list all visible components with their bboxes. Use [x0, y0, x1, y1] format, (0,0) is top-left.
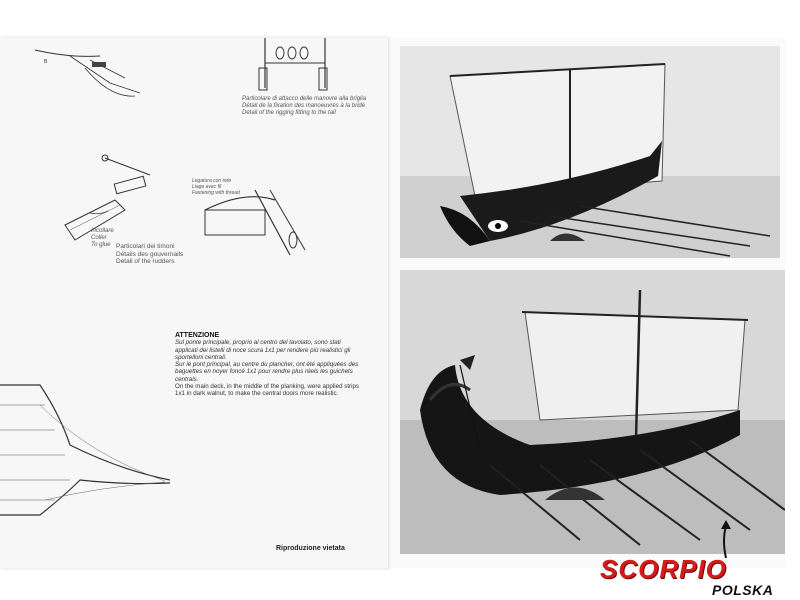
- rigging-detail-drawing: B: [34, 49, 141, 97]
- rudders-caption-en: Detail of the rudders: [116, 258, 175, 265]
- rigging-caption-fr: Détail de la fixation des manoeuvres à l…: [242, 103, 366, 109]
- trireme-photo-top: [400, 46, 780, 258]
- scorpion-tail-icon: [721, 520, 731, 559]
- glue-caption-en: To glue: [91, 242, 111, 248]
- lashing-caption: Legatura con refe Liage avec fil Fasteni…: [192, 178, 240, 196]
- rigging-caption-en: Detail of the rigging fitting to the tai…: [242, 110, 336, 116]
- lashing-caption-it: Legatura con refe: [192, 178, 232, 184]
- rudders-caption: Particolari dei timoni Détails des gouve…: [116, 243, 183, 266]
- svg-text:B: B: [44, 59, 48, 65]
- lashing-caption-en: Fastening with thread: [192, 190, 240, 196]
- stern-rudder-drawing: [204, 189, 306, 256]
- glue-caption: Incollare Coller To glue: [91, 228, 114, 249]
- hull-plan-drawing: [0, 384, 171, 516]
- notice-title: ATTENZIONE: [175, 332, 220, 339]
- glue-caption-it: Incollare: [91, 228, 114, 234]
- rudders-caption-it: Particolari dei timoni: [116, 243, 175, 250]
- rudder-blade-drawing: [64, 199, 126, 241]
- rigging-caption: Particolare di attacco delle manovre all…: [242, 96, 366, 117]
- trireme-photo-bottom: [400, 270, 785, 554]
- glue-caption-fr: Coller: [91, 235, 107, 241]
- logo-wordmark: SCORPIO: [600, 554, 727, 584]
- attention-notice: ATTENZIONE Sul ponte principale, proprio…: [175, 332, 365, 398]
- rigging-blocks-drawing: [258, 38, 328, 91]
- page-gutter: [388, 38, 392, 568]
- notice-text-fr: Sur le pont principal, au centre du plan…: [175, 361, 359, 383]
- rudder-pin-drawing: [101, 154, 151, 195]
- rigging-caption-it: Particolare di attacco delle manovre all…: [242, 96, 367, 102]
- rudders-caption-fr: Détails des gouvernails: [116, 250, 184, 258]
- left-instruction-page: [0, 38, 390, 568]
- notice-text-en: On the main deck, in the middle of the p…: [175, 383, 360, 398]
- notice-text-it: Sul ponte principale, proprio al centro …: [175, 339, 351, 361]
- lashing-caption-fr: Liage avec fil: [192, 184, 222, 190]
- reproduction-notice: Riproduzione vietata: [276, 545, 345, 552]
- logo-subtitle: POLSKA: [712, 582, 774, 598]
- scorpio-polska-logo: SCORPIO POLSKA: [600, 520, 800, 600]
